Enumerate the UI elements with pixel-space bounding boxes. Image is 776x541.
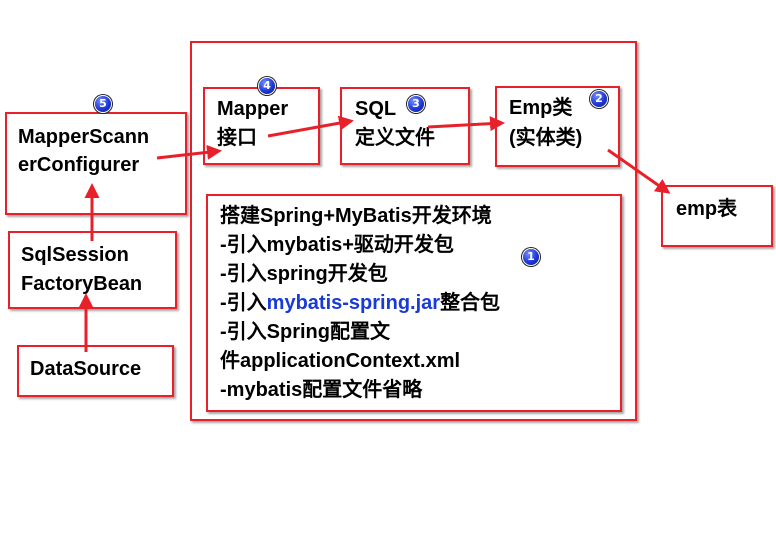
sql-definition-box: SQL 定义文件	[340, 87, 470, 165]
mapper-scanner-line2: erConfigurer	[18, 154, 140, 176]
badge-4: 4	[259, 78, 275, 94]
emp-table-label: emp表	[676, 198, 738, 220]
datasource-box: DataSource	[17, 345, 174, 397]
badge-1: 1	[523, 249, 539, 265]
datasource-label: DataSource	[30, 358, 142, 380]
arrow-mapper-to-sql	[267, 115, 354, 138]
mapper-line1: Mapper	[217, 98, 289, 120]
setup-line4-suffix: 整合包	[440, 292, 501, 314]
arrow-sql-to-emp	[427, 116, 505, 132]
mapper-scanner-line1: MapperScann	[18, 126, 150, 148]
mybatis-spring-jar-highlight: mybatis-spring.jar	[266, 292, 441, 314]
setup-line7: -mybatis配置文件省略	[220, 379, 423, 401]
sqlsession-line2: FactoryBean	[21, 273, 143, 295]
badge-2: 2	[591, 91, 607, 107]
emp-line1: Emp类	[509, 97, 573, 119]
arrow-emp-to-table	[607, 148, 671, 194]
setup-line4: -引入mybatis-spring.jar整合包	[220, 289, 500, 318]
sqlsession-line1: SqlSession	[21, 244, 129, 266]
mapper-scanner-configurer-box: MapperScann erConfigurer	[5, 112, 187, 215]
sql-line2: 定义文件	[355, 127, 435, 149]
badge-5: 5	[95, 96, 111, 112]
emp-table-box: emp表	[661, 185, 773, 247]
mapper-line2: 接口	[217, 127, 257, 149]
mapper-interface-box: Mapper 接口	[203, 87, 320, 165]
setup-line4-prefix: -引入	[220, 292, 267, 314]
badge-3: 3	[408, 96, 424, 112]
setup-steps-box: 搭建Spring+MyBatis开发环境 -引入mybatis+驱动开发包 -引…	[206, 194, 622, 412]
sql-line1: SQL	[355, 98, 397, 120]
setup-line5: -引入Spring配置文	[220, 321, 390, 343]
setup-line3: -引入spring开发包	[220, 263, 388, 285]
setup-line1: 搭建Spring+MyBatis开发环境	[220, 205, 492, 227]
setup-line6: 件applicationContext.xml	[220, 350, 461, 372]
setup-line2: -引入mybatis+驱动开发包	[220, 234, 454, 256]
arrow-scanner-to-mapper	[156, 144, 222, 160]
emp-line2: (实体类)	[509, 127, 583, 149]
